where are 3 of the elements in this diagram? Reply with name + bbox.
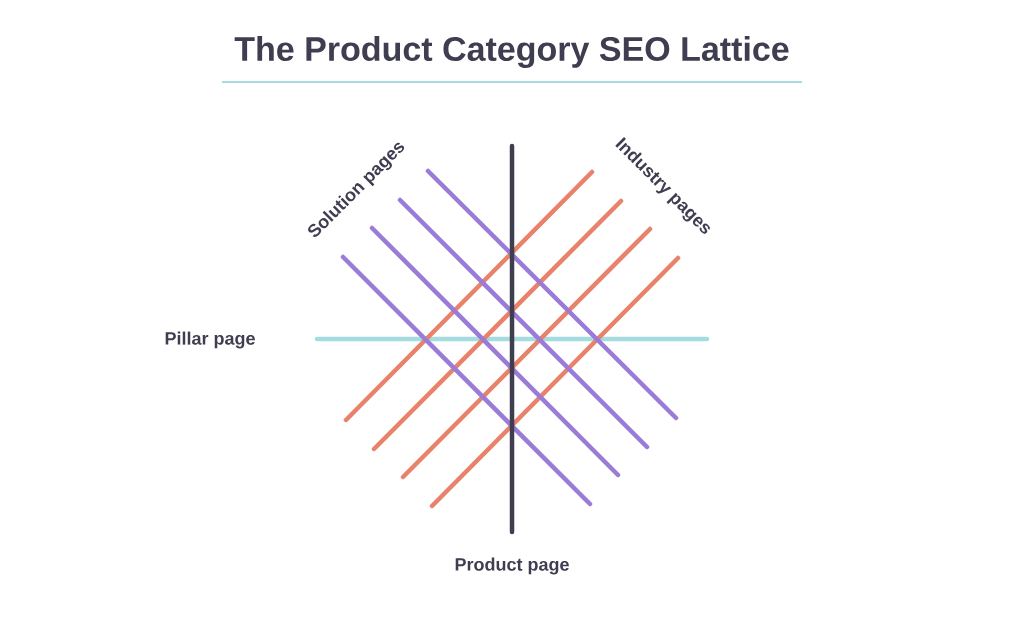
axis-label: Pillar page [165, 331, 255, 349]
title: The Product Category SEO Lattice [234, 36, 789, 68]
axis-label: Product page [455, 557, 569, 575]
